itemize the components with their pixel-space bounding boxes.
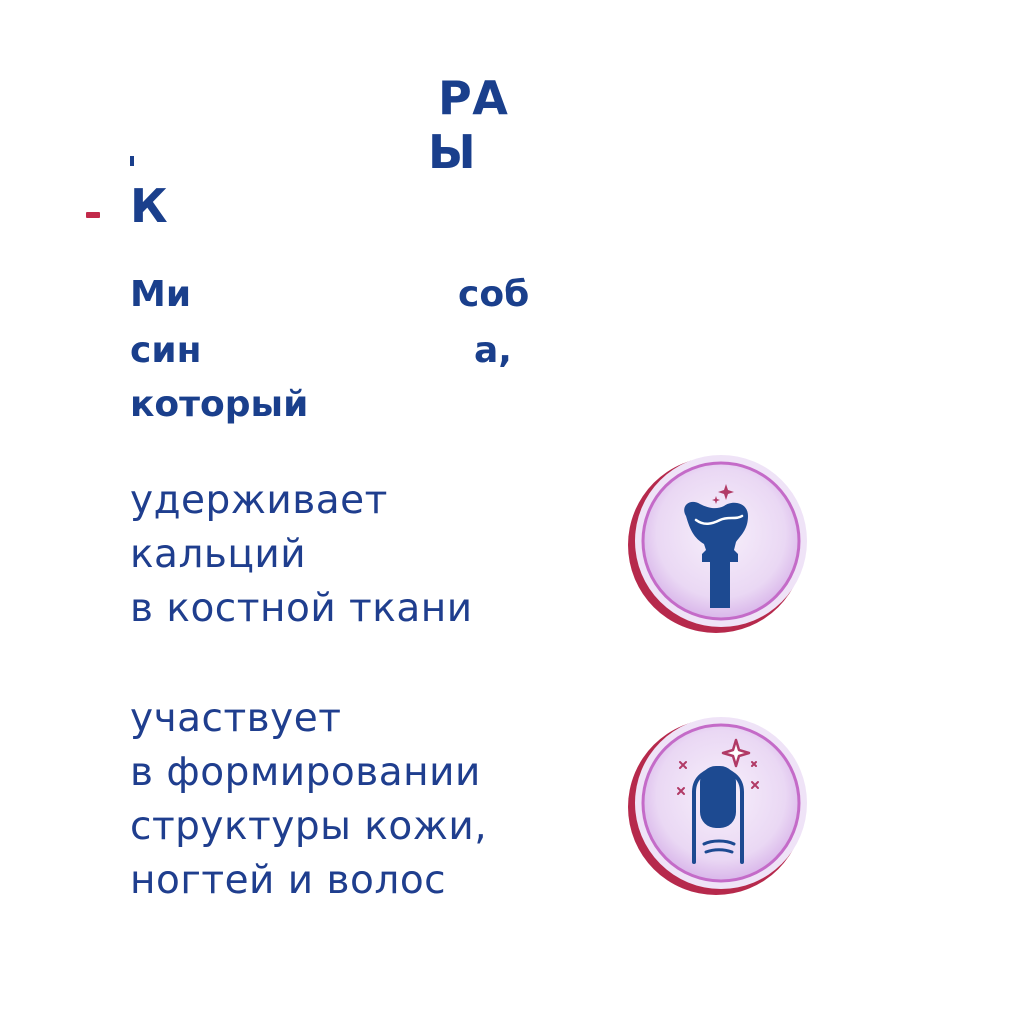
- heading-line-1: РА: [438, 71, 509, 125]
- feature-bone-text: удерживает кальций в костной ткани: [130, 474, 473, 636]
- feature-line: в костной ткани: [130, 586, 473, 631]
- heading-line-3: К: [130, 179, 169, 233]
- feature-line: удерживает: [130, 478, 388, 523]
- feature-line: участвует: [130, 696, 342, 741]
- subheading-line-1-left: Ми: [130, 274, 192, 315]
- bone-icon: [624, 450, 814, 640]
- feature-skin-nail-text: участвует в формировании структуры кожи,…: [130, 692, 487, 908]
- fingernail-icon: [624, 712, 814, 902]
- feature-line: структуры кожи,: [130, 804, 488, 849]
- feature-line: ногтей и волос: [130, 858, 447, 903]
- subheading-line-3: который: [130, 384, 309, 425]
- heading-line-2: Ы: [428, 125, 477, 179]
- subheading-line-1-right: соб: [458, 274, 530, 315]
- subheading-line-2-right: а,: [474, 330, 512, 371]
- subheading-line-2-left: син: [130, 330, 202, 371]
- red-accent-mark: [86, 212, 100, 218]
- heading-fragment-mark: [130, 156, 134, 166]
- feature-line: в формировании: [130, 750, 481, 795]
- feature-line: кальций: [130, 532, 307, 577]
